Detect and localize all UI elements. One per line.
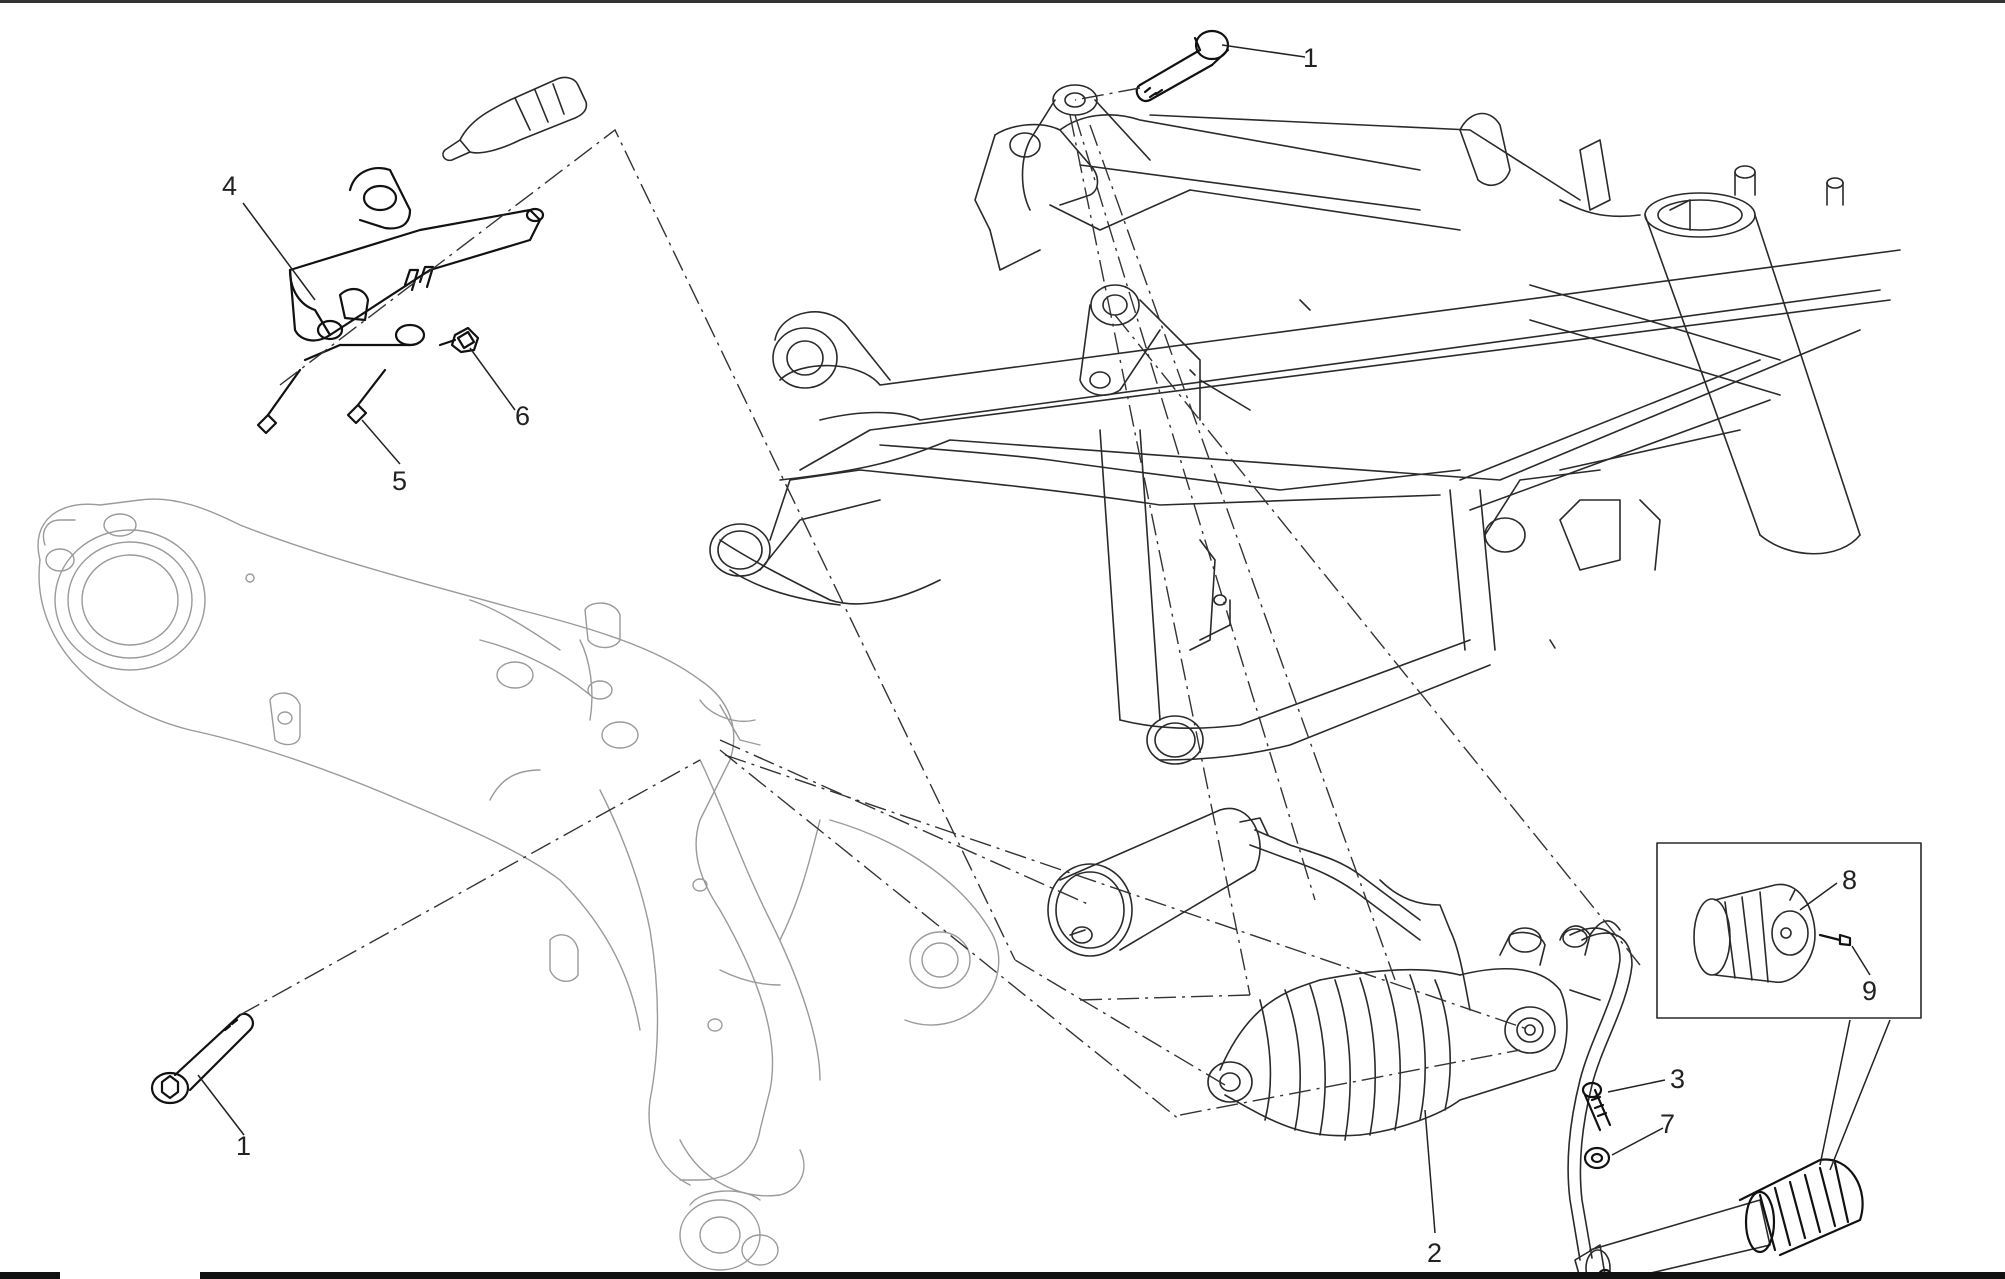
swingarm [37, 498, 1000, 1271]
bolt-bottom [150, 1012, 255, 1105]
callout-1-bottom: 1 [236, 1131, 251, 1161]
callout-1-top: 1 [1303, 43, 1318, 73]
callout-2: 2 [1427, 1238, 1442, 1268]
frame [709, 84, 1901, 765]
callout-labels: 1 1 2 3 4 5 6 7 8 9 [222, 43, 1877, 1268]
bolt-top [1135, 29, 1230, 103]
callout-9: 9 [1862, 976, 1877, 1006]
leader-lines [197, 44, 1891, 1234]
callout-4: 4 [222, 171, 237, 201]
callout-6: 6 [515, 401, 530, 431]
shock-absorber [1207, 920, 1633, 1261]
callout-8: 8 [1842, 865, 1857, 895]
callout-3: 3 [1670, 1064, 1685, 1094]
detail-inset-box [1656, 842, 1922, 1019]
callout-7: 7 [1660, 1109, 1675, 1139]
nut-6 [450, 326, 480, 354]
sensor-bracket-assembly [256, 76, 588, 435]
reservoir-cylinder [1047, 807, 1471, 1011]
callout-5: 5 [392, 466, 407, 496]
assembly-lines [239, 87, 1641, 1121]
washer-7 [1583, 1146, 1611, 1170]
bottom-border-line [200, 1272, 2005, 1279]
bolt-3 [1581, 1081, 1612, 1132]
preload-adjuster [1574, 1158, 1864, 1279]
bottom-border-bar [0, 1272, 60, 1279]
